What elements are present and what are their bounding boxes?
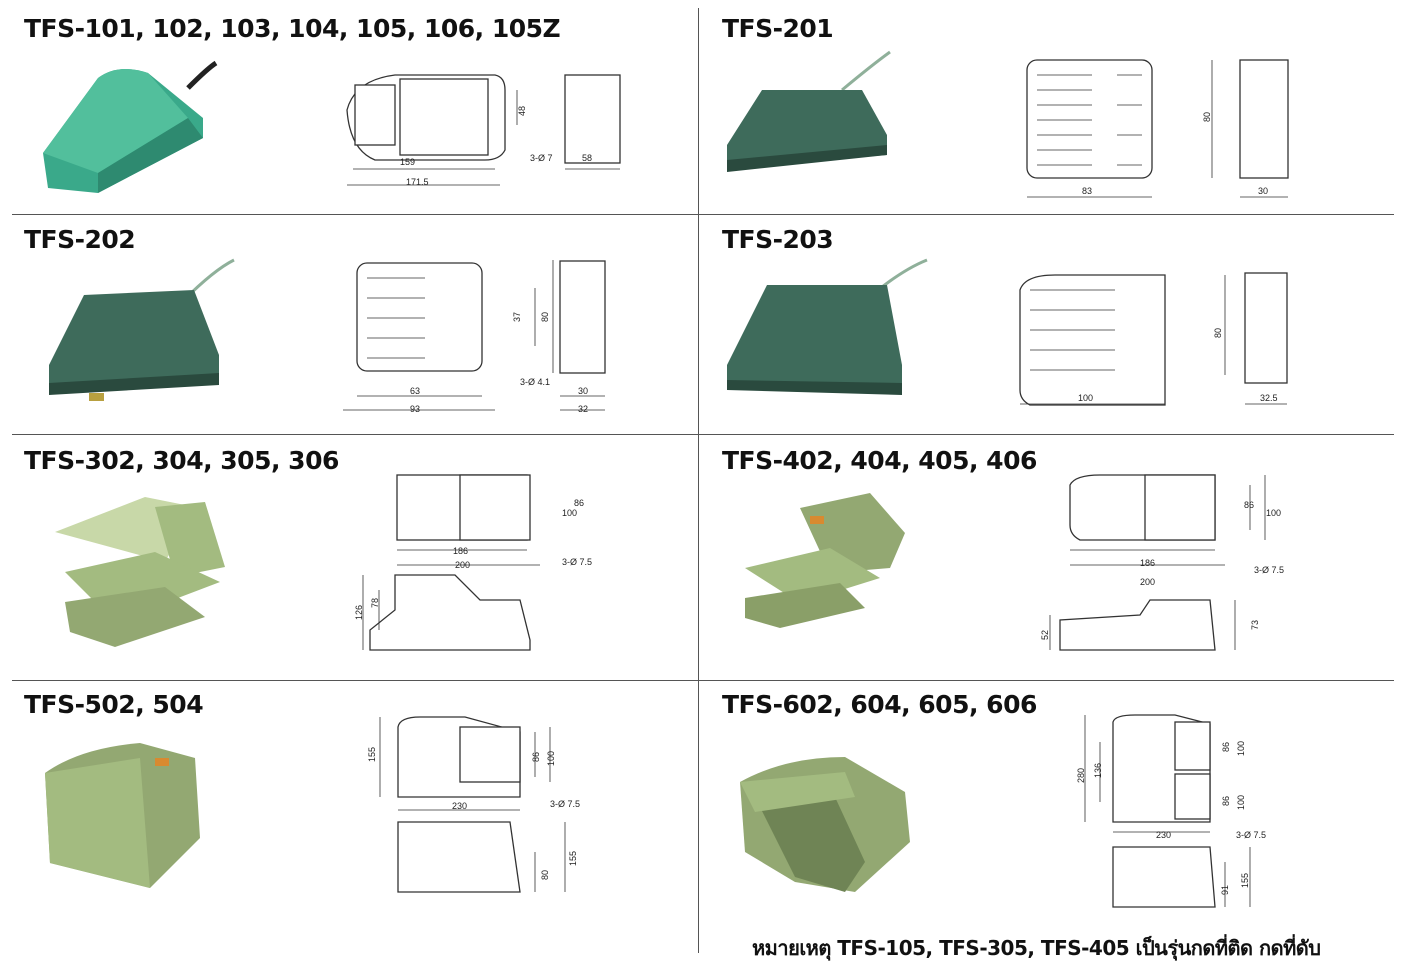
dimension-label: 63 bbox=[410, 386, 421, 396]
row-divider bbox=[12, 214, 1394, 215]
dimension-label: 155 bbox=[367, 746, 377, 762]
dimension-label: 200 bbox=[1140, 577, 1156, 587]
dimension-label: 155 bbox=[1240, 872, 1250, 888]
tfs-502-dimension-drawing bbox=[379, 716, 566, 893]
tfs-402-pedal-photo bbox=[745, 493, 905, 628]
dimension-label: 186 bbox=[1140, 558, 1156, 568]
product-title: TFS-602, 604, 605, 606 bbox=[722, 690, 1037, 719]
product-title: TFS-502, 504 bbox=[24, 690, 204, 719]
tfs-203-dimension-drawing bbox=[1019, 272, 1288, 406]
dimension-label: 86 bbox=[531, 751, 541, 762]
dimension-label: 3-Ø 7.5 bbox=[562, 557, 593, 567]
tfs-602-dimension-drawing bbox=[1084, 714, 1251, 908]
tfs-203-pedal-photo bbox=[727, 258, 928, 395]
dimension-label: 48 bbox=[517, 105, 527, 116]
tfs-402-dimension-drawing bbox=[1049, 474, 1266, 651]
dimension-label: 80 bbox=[1202, 111, 1212, 122]
dimension-label: 230 bbox=[1156, 830, 1172, 840]
tfs-101-dimension-drawing bbox=[346, 74, 621, 186]
dimension-label: 52 bbox=[1040, 629, 1050, 640]
row-divider bbox=[12, 680, 1394, 681]
dimension-label: 30 bbox=[1258, 186, 1269, 196]
tfs-302-pedal-photo bbox=[55, 497, 225, 647]
tfs-502-pedal-photo bbox=[45, 743, 200, 888]
dimension-label: 100 bbox=[546, 750, 556, 766]
dimension-label: 32 bbox=[578, 404, 589, 414]
dimension-label: 32.5 bbox=[1260, 393, 1278, 403]
tfs-602-pedal-photo bbox=[740, 757, 910, 892]
dimension-label: 3-Ø 7 bbox=[530, 153, 553, 163]
dimension-label: 100 bbox=[562, 508, 578, 518]
tfs-201-dimension-drawing bbox=[1026, 59, 1289, 198]
dimension-label: 78 bbox=[370, 597, 380, 608]
dimension-label: 100 bbox=[1266, 508, 1282, 518]
column-divider bbox=[698, 8, 699, 953]
dimension-label: 86 bbox=[574, 498, 585, 508]
tfs-201-pedal-photo bbox=[727, 50, 891, 172]
dimension-label: 30 bbox=[578, 386, 589, 396]
dimension-label: 37 bbox=[512, 311, 522, 322]
dimension-label: 230 bbox=[452, 801, 468, 811]
dimension-label: 93 bbox=[410, 404, 421, 414]
product-title: TFS-203 bbox=[722, 225, 834, 254]
product-title: TFS-302, 304, 305, 306 bbox=[24, 446, 339, 475]
tfs-302-dimension-drawing bbox=[362, 474, 540, 651]
dimension-label: 86 bbox=[1244, 500, 1255, 510]
dimension-label: 3-Ø 7.5 bbox=[550, 799, 581, 809]
dimension-label: 3-Ø 7.5 bbox=[1236, 830, 1267, 840]
tfs-101-pedal-photo bbox=[43, 60, 218, 193]
dimension-label: 3-Ø 4.1 bbox=[520, 377, 551, 387]
dimension-label: 280 bbox=[1076, 767, 1086, 783]
tfs-202-dimension-drawing bbox=[343, 260, 606, 411]
dimension-label: 80 bbox=[540, 311, 550, 322]
dimension-label: 200 bbox=[455, 560, 471, 570]
dimension-label: 3-Ø 7.5 bbox=[1254, 565, 1285, 575]
tfs-202-pedal-photo bbox=[49, 258, 235, 401]
dimension-label: 86 bbox=[1221, 741, 1231, 752]
dimension-label: 100 bbox=[1078, 393, 1094, 403]
dimension-label: 171.5 bbox=[406, 177, 429, 187]
product-title: TFS-101, 102, 103, 104, 105, 106, 105Z bbox=[24, 14, 561, 43]
dimension-label: 58 bbox=[582, 153, 593, 163]
product-title: TFS-201 bbox=[722, 14, 834, 43]
dimension-label: 80 bbox=[540, 869, 550, 880]
dimension-label: 155 bbox=[568, 850, 578, 866]
dimension-label: 159 bbox=[400, 157, 416, 167]
product-title: TFS-402, 404, 405, 406 bbox=[722, 446, 1037, 475]
dimension-label: 86 bbox=[1221, 795, 1231, 806]
dimension-label: 91 bbox=[1220, 884, 1230, 895]
dimension-label: 73 bbox=[1250, 619, 1260, 630]
dimension-label: 100 bbox=[1236, 794, 1246, 810]
dimension-label: 100 bbox=[1236, 740, 1246, 756]
product-title: TFS-202 bbox=[24, 225, 136, 254]
dimension-label: 126 bbox=[354, 604, 364, 620]
row-divider bbox=[12, 434, 1394, 435]
dimension-label: 80 bbox=[1213, 327, 1223, 338]
footnote: หมายเหตุ TFS-105, TFS-305, TFS-405 เป็นร… bbox=[752, 936, 1321, 960]
dimension-label: 83 bbox=[1082, 186, 1093, 196]
dimension-label: 186 bbox=[453, 546, 469, 556]
dimension-label: 136 bbox=[1093, 762, 1103, 778]
